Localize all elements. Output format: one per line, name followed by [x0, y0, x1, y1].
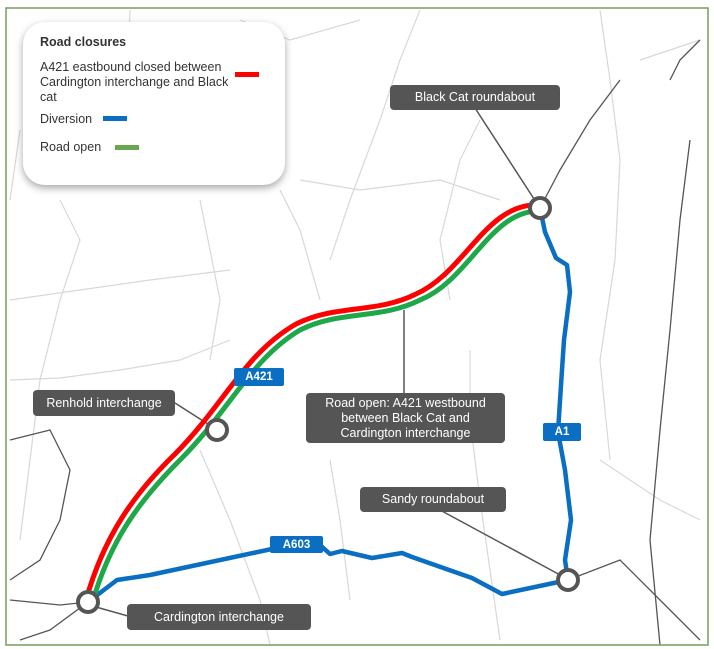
legend-open-label: Road open: [40, 140, 102, 154]
road-closed-eastbound: [83, 202, 541, 601]
callout-cardington: Cardington interchange: [127, 604, 311, 630]
road-label-a603: A603: [270, 536, 323, 553]
legend-closed-swatch: [235, 72, 259, 77]
sandy-marker[interactable]: [556, 568, 580, 592]
callout-black-cat: Black Cat roundabout: [390, 85, 560, 110]
legend-diversion-label: Diversion: [40, 112, 93, 126]
road-label-a421: A421: [234, 368, 284, 386]
legend: Road closures A421 eastbound closed betw…: [23, 22, 285, 185]
major-roads: [9, 39, 701, 646]
legend-title: Road closures: [40, 35, 127, 49]
road-label-a1: A1: [543, 423, 581, 441]
legend-diversion-swatch: [103, 116, 127, 121]
junction-markers: [76, 196, 580, 614]
black-cat-marker[interactable]: [528, 196, 552, 220]
cardington-marker[interactable]: [76, 590, 100, 614]
callout-renhold: Renhold interchange: [33, 390, 175, 416]
callout-road-open: Road open: A421 westbound between Black …: [306, 393, 505, 443]
legend-closed-label: A421 eastbound closed between Cardington…: [40, 60, 229, 104]
road-open-westbound: [89, 208, 541, 605]
callout-sandy: Sandy roundabout: [360, 487, 506, 512]
background-roads: [9, 9, 701, 646]
legend-open-swatch: [115, 145, 139, 150]
renhold-marker[interactable]: [205, 418, 229, 442]
map-frame: [5, 7, 709, 646]
